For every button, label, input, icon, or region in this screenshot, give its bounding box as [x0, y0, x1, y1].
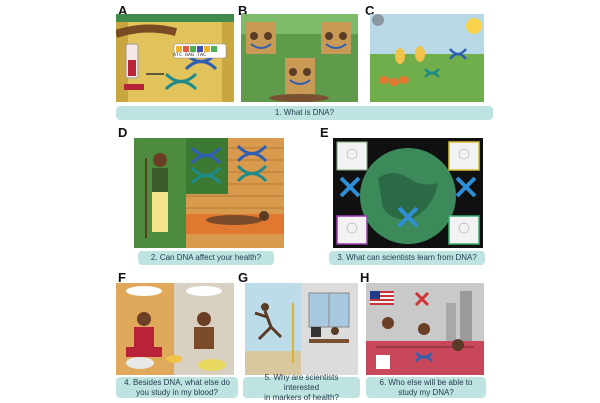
dna-sequence-label: ATC GAG TAC	[173, 52, 207, 58]
caption-6-line2: study my DNA?	[398, 387, 454, 397]
caption-1: 1. What is DNA?	[116, 106, 493, 120]
caption-5-line1: 5. Why are scientists interested	[264, 372, 339, 392]
label-b: B	[238, 3, 248, 18]
panel-c-illustration	[370, 14, 484, 102]
caption-5: 5. Why are scientists interested in mark…	[243, 373, 360, 402]
label-c: C	[365, 3, 375, 18]
label-e: E	[320, 125, 329, 140]
caption-6: 6. Who else will be able to study my DNA…	[366, 377, 486, 398]
label-h: H	[360, 270, 370, 285]
label-a: A	[118, 3, 128, 18]
label-d: D	[118, 125, 128, 140]
caption-4-line1: 4. Besides DNA, what else do	[124, 377, 230, 387]
panel-h-illustration	[366, 283, 484, 375]
label-f: F	[118, 270, 126, 285]
caption-1-text: 1. What is DNA?	[274, 108, 335, 117]
caption-3-text: 3. What can scientists learn from DNA?	[337, 253, 477, 262]
caption-2-text: 2. Can DNA affect your health?	[150, 253, 262, 262]
caption-3: 3. What can scientists learn from DNA?	[329, 251, 485, 265]
panel-e-illustration	[333, 138, 483, 248]
panel-f-illustration	[116, 283, 234, 375]
panel-a-illustration	[116, 14, 234, 102]
panel-g-illustration	[245, 283, 358, 375]
caption-2: 2. Can DNA affect your health?	[138, 251, 274, 265]
caption-4-line2: you study in my blood?	[136, 387, 218, 397]
panel-b-illustration	[241, 14, 358, 102]
label-g: G	[238, 270, 249, 285]
caption-5-line2: in markers of health?	[264, 392, 339, 402]
caption-6-line1: 6. Who else will be able to	[379, 377, 473, 387]
caption-4: 4. Besides DNA, what else do you study i…	[116, 377, 238, 398]
panel-d-illustration	[134, 138, 284, 248]
